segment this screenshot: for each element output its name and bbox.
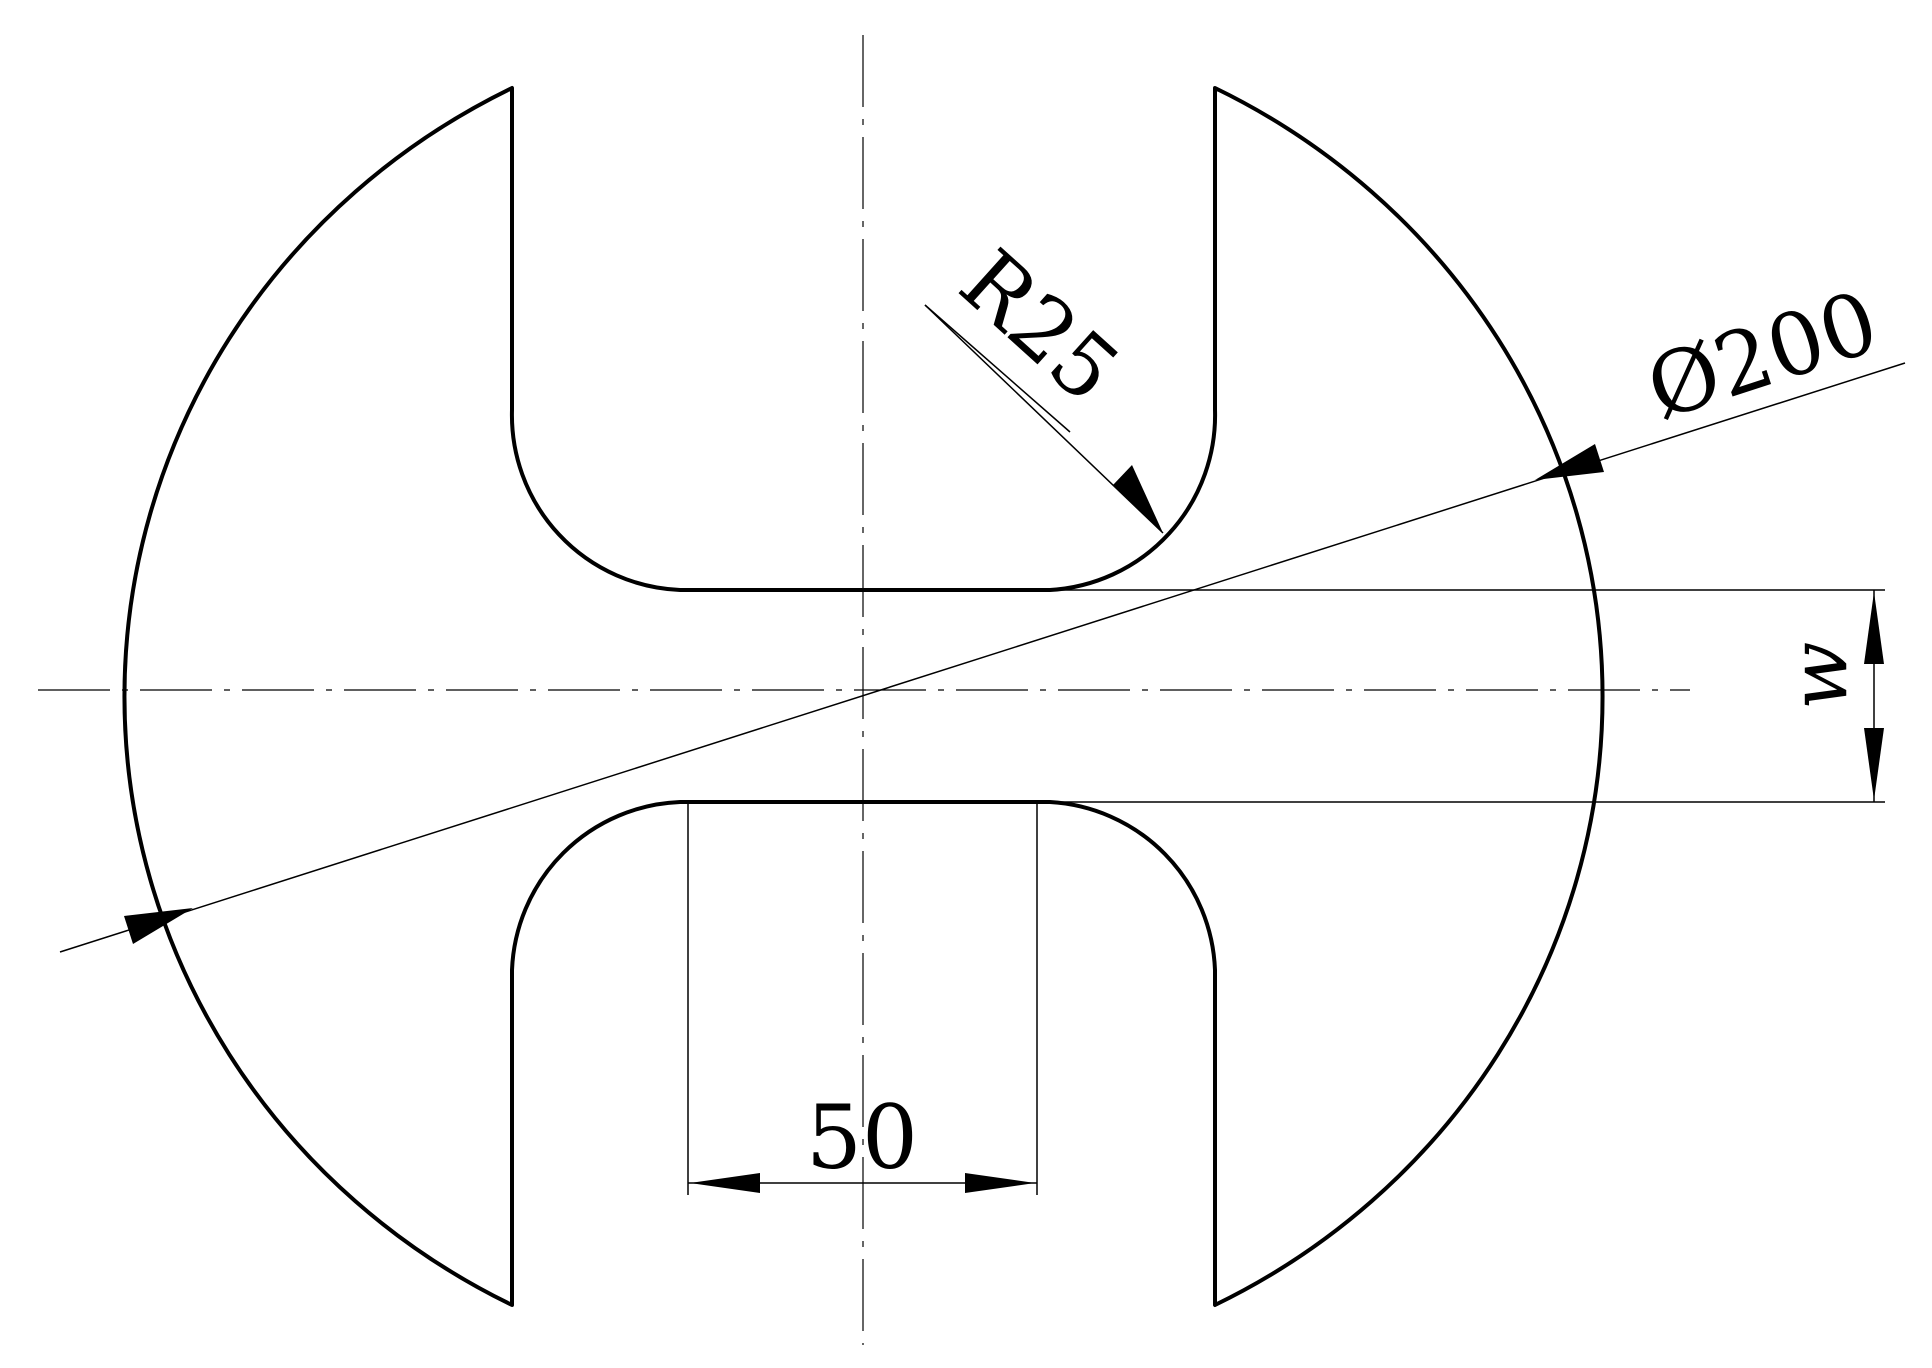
gap-label: 50: [806, 1086, 918, 1189]
diameter-arrow-left: [124, 908, 193, 944]
radius-leader-line: [924, 304, 1164, 534]
gap-arrow-left: [690, 1173, 760, 1193]
diameter-arrow-right: [1535, 444, 1604, 480]
part-outline: [122, 86, 1605, 1307]
diameter-dimension-line: [59, 362, 1906, 953]
radius-text-underline: [924, 304, 1071, 433]
width-label: w: [1772, 642, 1865, 710]
width-arrow-bottom: [1864, 728, 1884, 800]
radius-arrow: [1113, 465, 1163, 533]
width-arrow-top: [1864, 592, 1884, 664]
radius-label: R25: [941, 231, 1137, 422]
diameter-label: Ø200: [1636, 272, 1890, 440]
gap-arrow-right: [965, 1173, 1035, 1193]
